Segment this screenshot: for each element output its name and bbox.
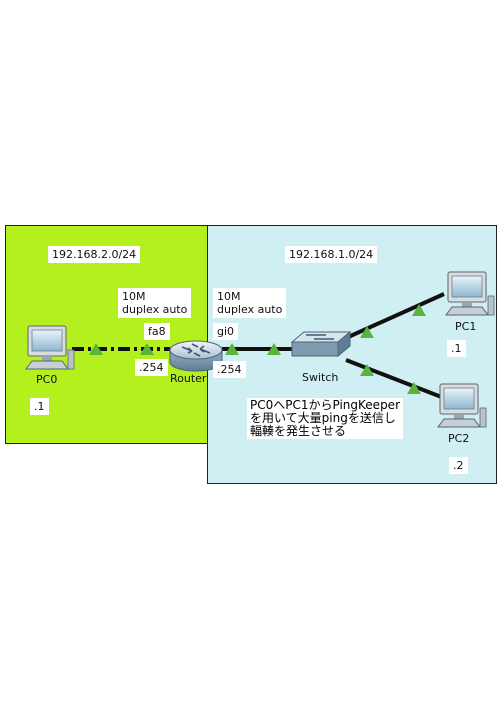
link-up-indicator	[360, 326, 374, 338]
link-up-indicator	[140, 343, 154, 355]
pc0-icon[interactable]	[25, 325, 75, 370]
pc2-icon[interactable]	[437, 383, 487, 428]
scenario-note: PC0へPC1からPingKeeper を用いて大量pingを送信し 輻輳を発生…	[247, 398, 404, 439]
pc1-icon[interactable]	[445, 271, 495, 316]
port-duplex: duplex auto	[122, 303, 188, 316]
link-up-indicator	[225, 343, 239, 355]
port-config-gi0: 10M duplex auto	[213, 288, 287, 318]
router-ip-right: .254	[213, 361, 246, 378]
router-ip-left: .254	[135, 359, 168, 376]
pc0-ip: .1	[30, 398, 49, 415]
router-icon[interactable]	[169, 340, 223, 372]
port-duplex: duplex auto	[217, 303, 283, 316]
link-up-indicator	[412, 304, 426, 316]
pc2-label: PC2	[448, 432, 470, 445]
link-up-indicator	[89, 343, 103, 355]
port-name-fa8: fa8	[144, 323, 170, 340]
router-label: Router	[170, 372, 207, 385]
pc2-ip: .2	[449, 457, 468, 474]
subnet-label-right: 192.168.1.0/24	[285, 246, 378, 263]
pc0-label: PC0	[36, 373, 58, 386]
switch-icon[interactable]	[290, 330, 352, 358]
port-name-gi0: gi0	[213, 323, 239, 340]
pc1-ip: .1	[447, 340, 466, 357]
pc1-label: PC1	[455, 320, 477, 333]
link-switch-pc2	[345, 358, 445, 400]
switch-label: Switch	[302, 371, 339, 384]
link-switch-pc1	[345, 292, 445, 340]
port-config-fa8: 10M duplex auto	[118, 288, 192, 318]
link-up-indicator	[360, 364, 374, 376]
link-up-indicator	[267, 343, 281, 355]
link-up-indicator	[407, 382, 421, 394]
subnet-label-left: 192.168.2.0/24	[48, 246, 141, 263]
port-speed: 10M	[122, 290, 146, 303]
port-speed: 10M	[217, 290, 241, 303]
